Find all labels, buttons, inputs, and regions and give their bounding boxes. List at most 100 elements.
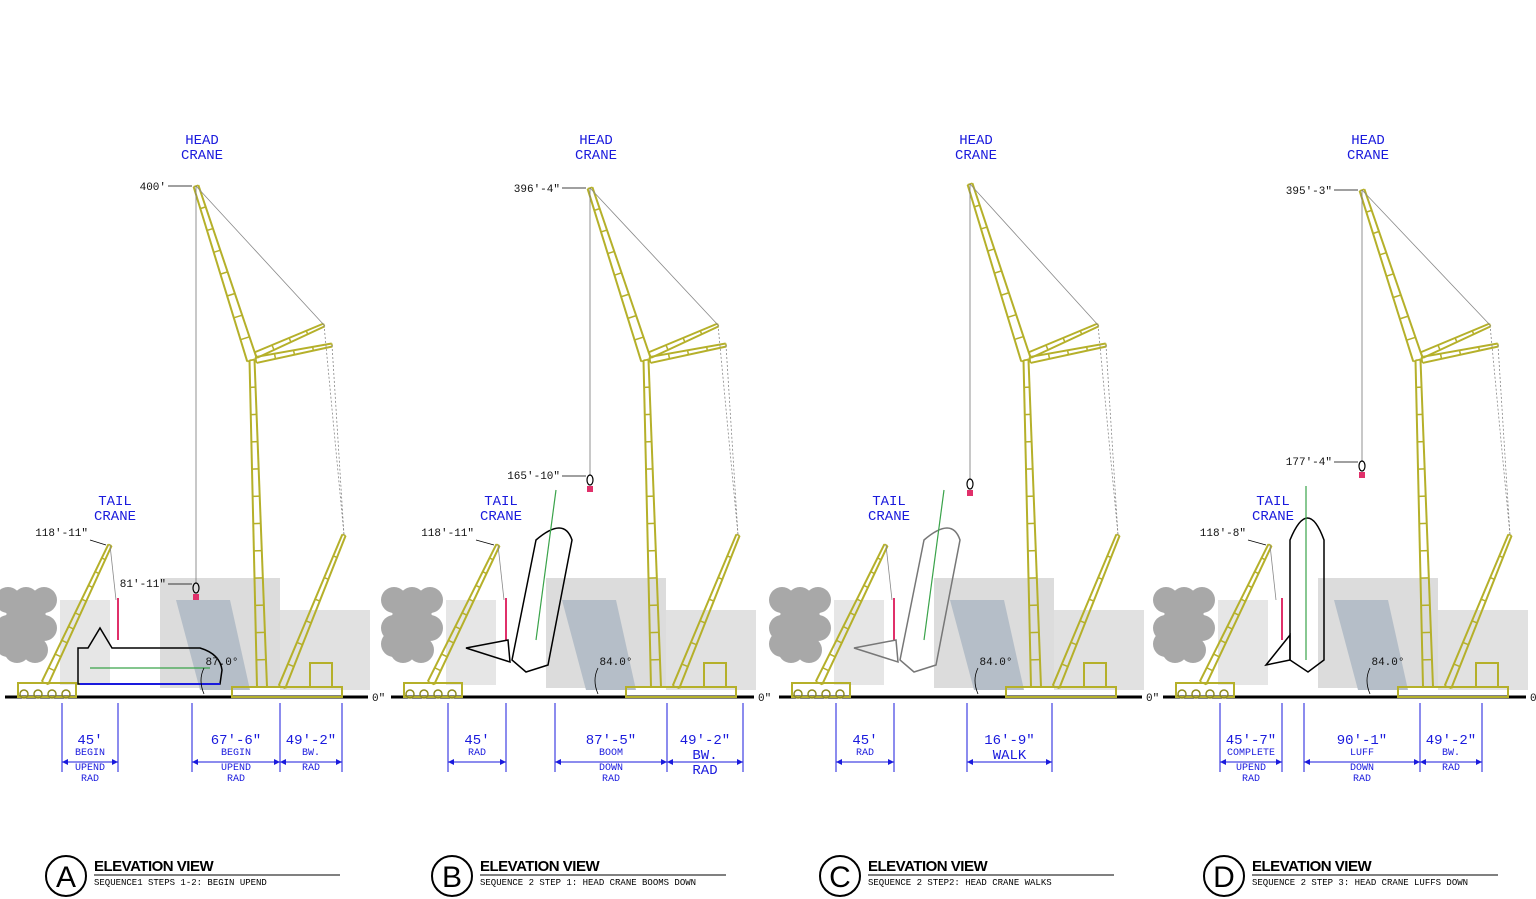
- boom-angle-label: 84.0°: [599, 657, 632, 669]
- wheel: [821, 689, 831, 699]
- boom-angle-label: 84.0°: [1371, 657, 1404, 669]
- tail-label-line1: TAIL: [872, 494, 906, 510]
- carrier-body: [17, 682, 77, 698]
- dimension-text: RAD: [1353, 774, 1371, 785]
- pendant-line: [717, 324, 739, 536]
- dimension-text: 49'-2": [1426, 733, 1476, 749]
- head-height-label: 396'-4": [514, 184, 560, 196]
- dimension-text: RAD: [1442, 763, 1460, 774]
- dimension-text: 45': [852, 733, 877, 749]
- carrier-body: [403, 682, 463, 698]
- tail-boom: [1198, 543, 1273, 686]
- angle-arc: [974, 667, 979, 695]
- dimension-text: 45': [77, 733, 102, 749]
- pendant-line: [1489, 324, 1511, 536]
- tree-foliage: [31, 587, 57, 613]
- dimension-text: UPEND: [75, 763, 105, 774]
- leader-line: [475, 539, 495, 546]
- building-block: [280, 610, 370, 690]
- hook-height-label: 81'-11": [120, 579, 166, 591]
- view-letter: A: [56, 861, 76, 894]
- dimension-text: BW.: [692, 748, 717, 764]
- hook-block: [1358, 460, 1366, 472]
- dimension-text: 45'-7": [1226, 733, 1276, 749]
- luffing-strut-upper: [1028, 322, 1100, 359]
- orbiter: [853, 489, 961, 673]
- dimension-group: 45'-7"COMPLETEUPENDRAD90'-1"LUFFDOWNRAD4…: [1219, 703, 1483, 785]
- dimension-text: WALK: [993, 748, 1027, 764]
- tree-foliage: [805, 615, 831, 641]
- dimension-group: 45'BEGINUPENDRAD67'-6"BEGINUPENDRAD49'-2…: [61, 703, 343, 785]
- wheel: [1191, 689, 1201, 699]
- angle-arc: [594, 667, 599, 695]
- wheel: [419, 689, 429, 699]
- carrier-body: [791, 682, 851, 698]
- head-label-line2: CRANE: [575, 148, 617, 164]
- luffing-strut-lower: [648, 342, 728, 364]
- dimension-text: LUFF: [1350, 748, 1374, 759]
- view-subtitle: SEQUENCE 2 STEP2: HEAD CRANE WALKS: [868, 878, 1052, 888]
- tail-height-label: 118'-8": [1200, 528, 1246, 540]
- head-label-line1: HEAD: [959, 133, 993, 149]
- dimension-text: DOWN: [1350, 763, 1374, 774]
- dimension-text: RAD: [468, 748, 486, 759]
- luffing-strut-lower: [1028, 342, 1108, 364]
- head-crane: [192, 184, 347, 698]
- hook-block: [586, 474, 594, 486]
- main-boom-lower: [1414, 359, 1434, 688]
- main-boom-upper: [966, 182, 1032, 363]
- luffing-strut-lower: [1420, 342, 1500, 364]
- head-crane: [586, 186, 741, 698]
- view-letter-circle: [431, 855, 473, 897]
- leader-line: [1247, 539, 1267, 546]
- dimension-text: RAD: [302, 763, 320, 774]
- view-letter: D: [1213, 861, 1235, 894]
- tail-label-line2: CRANE: [480, 509, 522, 525]
- dimension-text: RAD: [692, 763, 717, 779]
- background-scenery: [1153, 578, 1528, 690]
- orbiter-body: [1289, 517, 1325, 673]
- view-subtitle: SEQUENCE 2 STEP 3: HEAD CRANE LUFFS DOWN: [1252, 878, 1468, 888]
- main-boom-upper: [192, 184, 258, 363]
- head-crane: [1358, 188, 1513, 698]
- tail-label-line1: TAIL: [98, 494, 132, 510]
- hook-block: [966, 478, 974, 490]
- pendant-line: [331, 344, 345, 536]
- derrick-mast: [671, 533, 741, 690]
- dimension-text: RAD: [1242, 774, 1260, 785]
- head-label-line1: HEAD: [579, 133, 613, 149]
- pendant-line: [725, 344, 739, 536]
- view-letter-circle: [1203, 855, 1245, 897]
- ground-elevation-label: 0": [372, 693, 385, 705]
- background-scenery: [0, 578, 370, 690]
- head-label-line2: CRANE: [181, 148, 223, 164]
- dimension-text: RAD: [856, 748, 874, 759]
- boom-angle-label: 87.0°: [205, 657, 238, 669]
- derrick-mast: [1051, 533, 1121, 690]
- hook-height-label: 165'-10": [507, 471, 560, 483]
- tail-label-line2: CRANE: [868, 509, 910, 525]
- pendant-line: [323, 324, 345, 536]
- hook-block: [192, 582, 200, 594]
- view-title: ELEVATION VIEW: [94, 858, 214, 875]
- panel-d: 0"HEADCRANETAILCRANE395'-3"118'-8"177'-4…: [1153, 133, 1536, 897]
- panel-b: 0"HEADCRANETAILCRANE396'-4"118'-11"165'-…: [381, 133, 771, 897]
- orbiter: [1264, 486, 1325, 673]
- panel-c: 0"HEADCRANETAILCRANE84.0°45'RAD16'-9"WAL…: [769, 133, 1159, 897]
- sling: [923, 489, 945, 641]
- wheel: [19, 689, 29, 699]
- panel-a: 0"HEADCRANETAILCRANE400'118'-11"81'-11"8…: [0, 133, 385, 897]
- wheel: [1177, 689, 1187, 699]
- tree-foliage: [796, 637, 822, 663]
- crawler-track: [625, 686, 737, 698]
- view-title: ELEVATION VIEW: [868, 858, 988, 875]
- head-crane: [966, 182, 1121, 698]
